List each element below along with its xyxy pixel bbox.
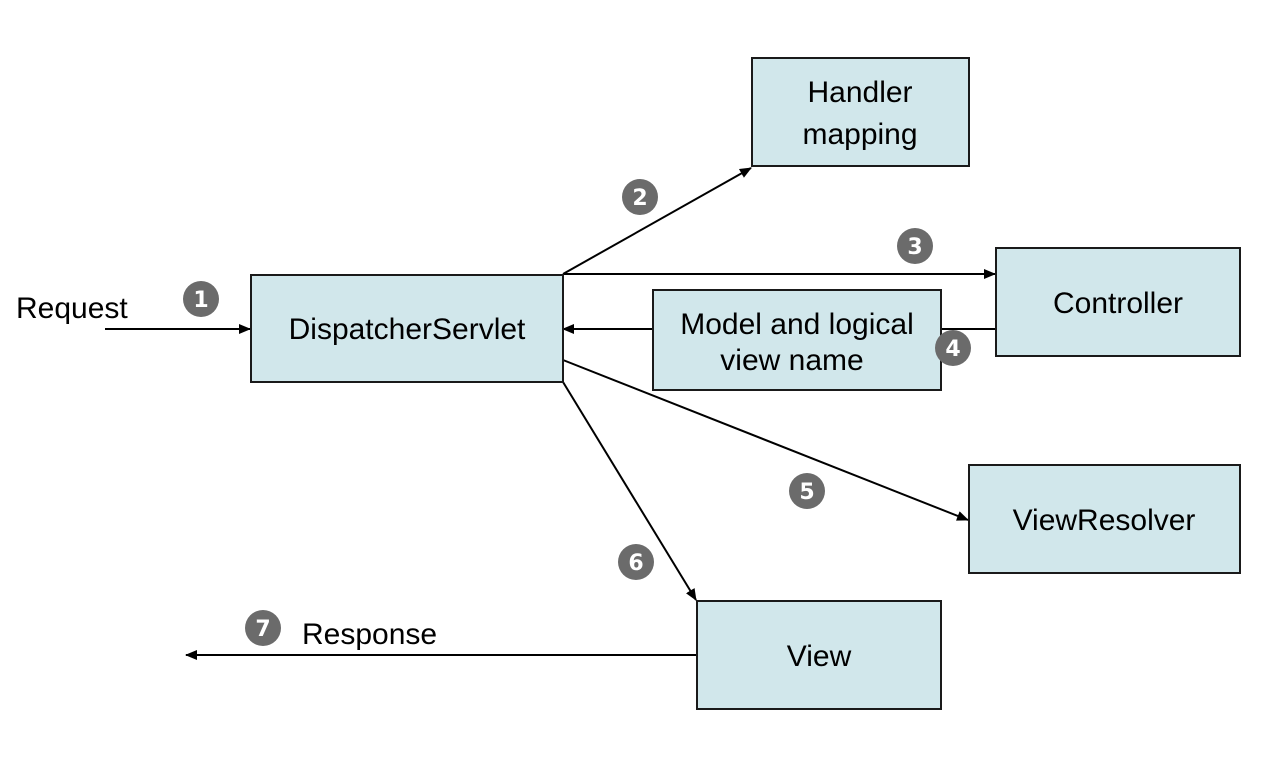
step-badge-2-number: 2	[632, 186, 647, 211]
step-badge-2: 2	[622, 179, 658, 215]
step-badge-5: 5	[789, 473, 825, 509]
dispatcher-servlet-label: DispatcherServlet	[289, 313, 526, 346]
controller-node: Controller	[995, 247, 1241, 357]
step-badge-1: 1	[183, 281, 219, 317]
handler-mapping-label-line-2: mapping	[802, 118, 917, 151]
step-badge-6: 6	[618, 544, 654, 580]
view-label: View	[787, 640, 852, 673]
request-label: Request	[16, 292, 128, 325]
handler-mapping-label-line-1: Handler	[807, 76, 912, 109]
controller-label: Controller	[1053, 287, 1183, 320]
step-badge-5-number: 5	[799, 480, 814, 505]
step-badge-4: 4	[935, 330, 971, 366]
handler-mapping-arrow	[562, 167, 752, 275]
step-badge-3-number: 3	[907, 235, 922, 260]
view-resolver-node: ViewResolver	[968, 464, 1241, 574]
response-label: Response	[302, 618, 437, 651]
step-badge-7-number: 7	[255, 617, 270, 642]
dispatcher-servlet-node: DispatcherServlet	[250, 274, 564, 383]
model-and-view-name-node: Model and logical view name	[652, 289, 942, 391]
step-badge-4-number: 4	[945, 337, 960, 362]
step-badge-7: 7	[245, 610, 281, 646]
model-view-label-line-1: Model and logical	[680, 308, 913, 341]
view-resolver-label: ViewResolver	[1013, 504, 1196, 537]
step-badge-6-number: 6	[628, 551, 643, 576]
view-node: View	[696, 600, 942, 710]
step-badge-1-number: 1	[193, 288, 208, 313]
handler-mapping-node: Handler mapping	[751, 57, 970, 167]
step-badge-3: 3	[897, 228, 933, 264]
view-arrow	[562, 381, 697, 601]
view-resolver-arrow	[562, 359, 969, 521]
model-view-label-line-2: view name	[720, 344, 863, 377]
